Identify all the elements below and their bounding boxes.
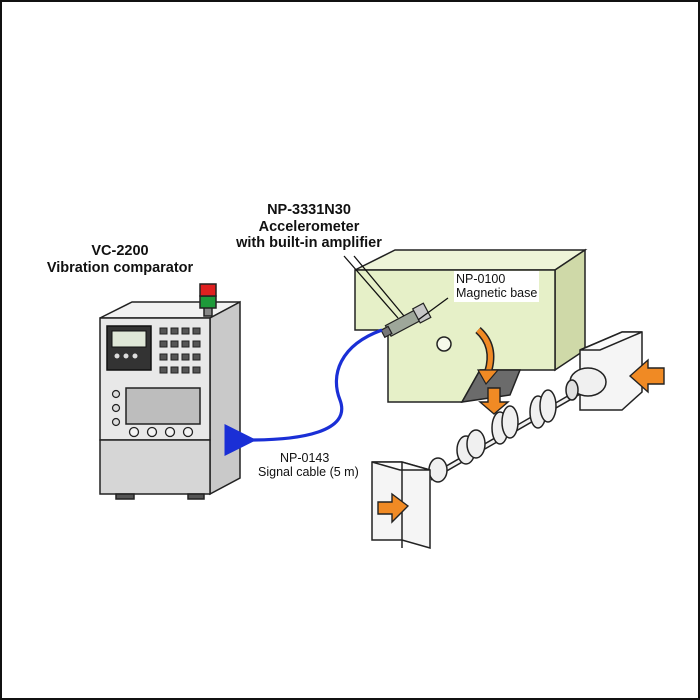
- machine-housing: [354, 248, 588, 403]
- comparator-model: VC-2200: [91, 243, 149, 259]
- accelerometer-sensor: [380, 302, 432, 339]
- magnetic-base-name: Magnetic base: [456, 286, 538, 301]
- force-arrows: [377, 358, 665, 524]
- shaft-assembly: [371, 331, 643, 549]
- magnetic-base-model: NP-0100: [456, 272, 506, 286]
- leader-lines: [343, 255, 449, 321]
- signal-cable: [224, 328, 383, 457]
- signal-cable-model: NP-0143: [280, 451, 330, 465]
- signal-cable-name: Signal cable (5 m): [258, 465, 359, 480]
- signal-cable-label: NP-0143 Signal cable (5 m): [258, 451, 359, 480]
- accelerometer-line2: with built-in amplifier: [236, 235, 382, 252]
- accelerometer-model: NP-3331N30: [267, 202, 351, 218]
- comparator-name: Vibration comparator: [46, 259, 194, 276]
- comparator-label: VC-2200 Vibration comparator: [30, 243, 210, 276]
- accelerometer-label: NP-3331N30 Accelerometer with built-in a…: [224, 202, 394, 252]
- accelerometer-line1: Accelerometer: [258, 218, 360, 235]
- magnetic-base-label: NP-0100 Magnetic base: [454, 271, 540, 302]
- vibration-comparator-unit: [99, 283, 241, 500]
